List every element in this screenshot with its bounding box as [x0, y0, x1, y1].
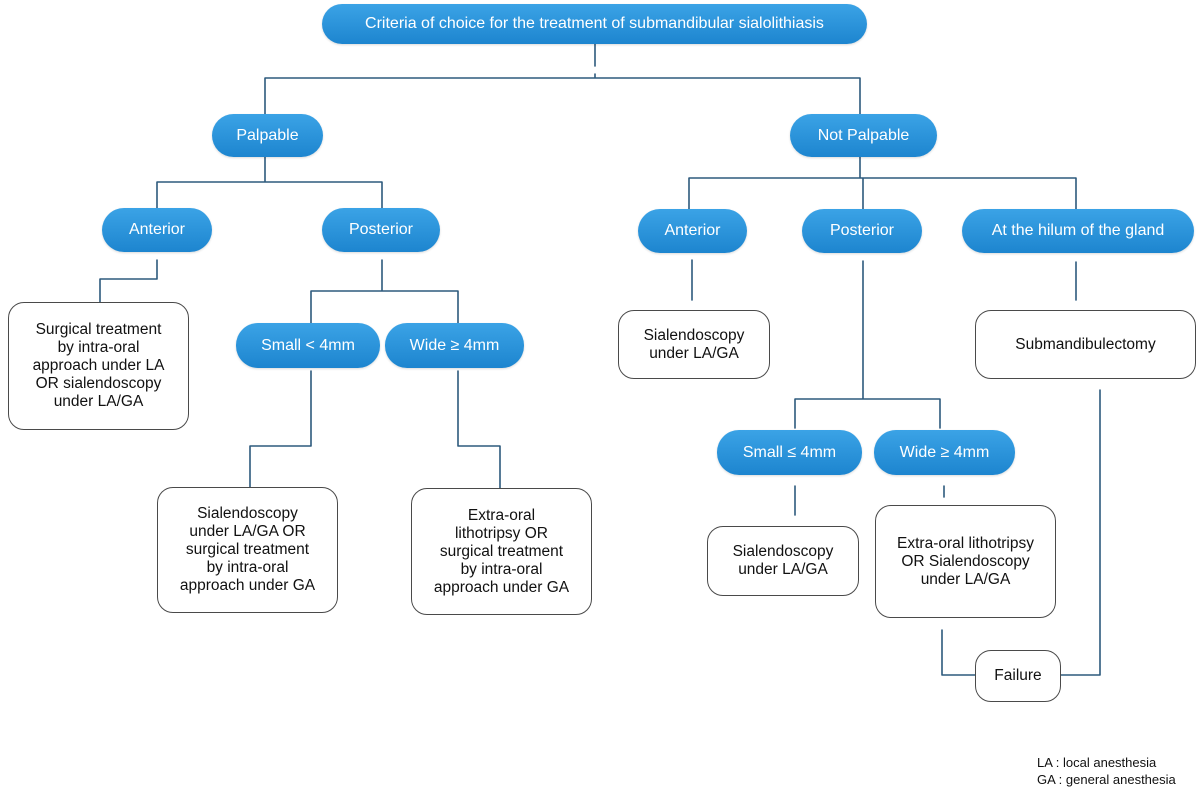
- palpable-small-outcome: Sialendoscopy under LA/GA OR surgical tr…: [157, 487, 338, 613]
- notpalpable-wide-node: Wide ≥ 4mm: [874, 430, 1015, 475]
- connector-notpalpable-split: [688, 156, 1077, 210]
- connector-palpable-posterior: [310, 259, 459, 324]
- connector-palpable-small: [249, 370, 312, 488]
- palpable-wide-outcome: Extra-oral lithotripsy OR surgical treat…: [411, 488, 592, 615]
- notpalpable-wide-outcome: Extra-oral lithotripsy OR Sialendoscopy …: [875, 505, 1056, 618]
- palpable-wide-node: Wide ≥ 4mm: [385, 323, 524, 368]
- connector-palpable-wide: [457, 370, 501, 489]
- connector-title-to-level1: [264, 42, 861, 115]
- connector-wide-to-failure: [941, 629, 976, 676]
- palpable-anterior-outcome: Surgical treatment by intra-oral approac…: [8, 302, 189, 430]
- not-palpable-node: Not Palpable: [790, 114, 937, 157]
- palpable-anterior-node: Anterior: [102, 208, 212, 252]
- palpable-node: Palpable: [212, 114, 323, 157]
- notpalpable-posterior-node: Posterior: [802, 209, 922, 253]
- title-node: Criteria of choice for the treatment of …: [322, 4, 867, 44]
- notpalpable-small-node: Small ≤ 4mm: [717, 430, 862, 475]
- connector-notpalpable-posterior: [794, 260, 941, 429]
- connector-palpable-split: [156, 156, 383, 209]
- notpalpable-anterior-node: Anterior: [638, 209, 747, 253]
- submandibulectomy-outcome: Submandibulectomy: [975, 310, 1196, 379]
- connector-submandibulectomy-to-failure: [1060, 389, 1101, 676]
- notpalpable-small-outcome: Sialendoscopy under LA/GA: [707, 526, 859, 596]
- palpable-small-node: Small < 4mm: [236, 323, 380, 368]
- palpable-posterior-node: Posterior: [322, 208, 440, 252]
- connector-palpable-anterior: [99, 259, 158, 303]
- legend-la: LA : local anesthesia: [1037, 755, 1157, 770]
- notpalpable-anterior-outcome: Sialendoscopy under LA/GA: [618, 310, 770, 379]
- legend: LA : local anesthesia GA : general anest…: [1037, 754, 1176, 788]
- hilum-node: At the hilum of the gland: [962, 209, 1194, 253]
- legend-ga: GA : general anesthesia: [1037, 772, 1176, 787]
- failure-box: Failure: [975, 650, 1061, 702]
